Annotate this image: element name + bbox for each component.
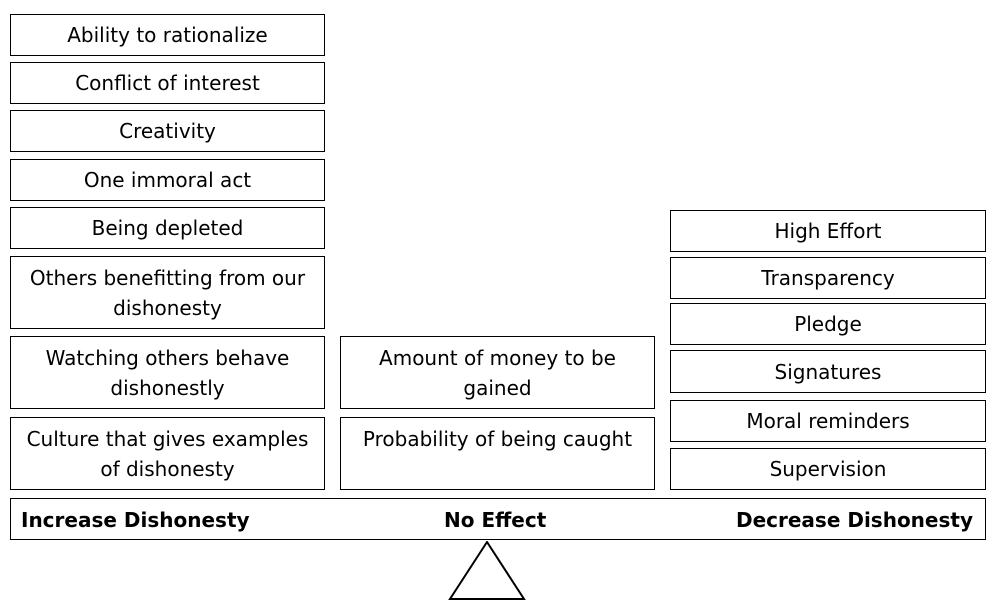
no-effect-item-probability-caught: Probability of being caught <box>340 417 655 490</box>
no-effect-item-amount-of-money: Amount of money to be gained <box>340 336 655 409</box>
increase-item-conflict-of-interest: Conflict of interest <box>10 62 325 104</box>
decrease-item-high-effort: High Effort <box>670 210 986 252</box>
no-effect-label: No Effect <box>444 508 547 532</box>
increase-item-one-immoral-act: One immoral act <box>10 159 325 201</box>
increase-dishonesty-label: Increase Dishonesty <box>21 508 250 532</box>
decrease-item-signatures: Signatures <box>670 350 986 393</box>
fulcrum-triangle <box>448 541 526 600</box>
increase-item-culture: Culture that gives examples of dishonest… <box>10 417 325 490</box>
increase-item-ability-to-rationalize: Ability to rationalize <box>10 14 325 56</box>
decrease-item-pledge: Pledge <box>670 303 986 345</box>
decrease-item-transparency: Transparency <box>670 257 986 299</box>
increase-item-others-benefitting: Others benefitting from our dishonesty <box>10 256 325 329</box>
increase-item-being-depleted: Being depleted <box>10 207 325 249</box>
increase-item-creativity: Creativity <box>10 110 325 152</box>
decrease-item-supervision: Supervision <box>670 448 986 490</box>
decrease-dishonesty-label: Decrease Dishonesty <box>735 508 973 532</box>
decrease-item-moral-reminders: Moral reminders <box>670 400 986 442</box>
balance-beam: Increase Dishonesty No Effect Decrease D… <box>10 498 986 540</box>
increase-item-watching-others: Watching others behave dishonestly <box>10 336 325 409</box>
